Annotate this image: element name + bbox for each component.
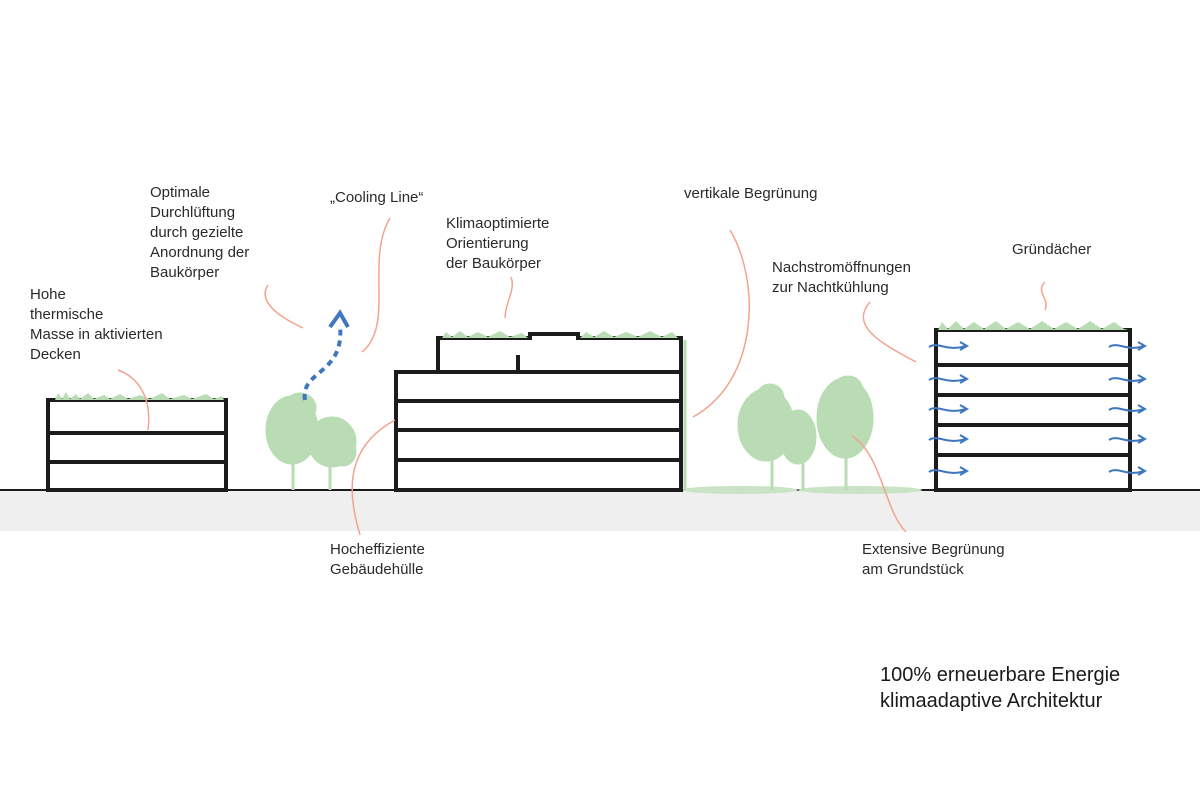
airflow-arrow-in <box>928 344 967 349</box>
airflow-arrow-out <box>1108 437 1145 442</box>
roof-grass <box>580 331 678 338</box>
airflow-arrow-in <box>928 437 967 442</box>
building-low-left <box>46 398 228 492</box>
leader-envelope <box>351 419 396 536</box>
airflow-arrow-in <box>928 377 967 382</box>
night-cooling-airflow-arrows <box>928 341 1148 476</box>
footer-line-architecture: klimaadaptive Architektur <box>880 690 1103 712</box>
roof-grass <box>938 321 1128 330</box>
leader-ventilation <box>264 284 304 329</box>
leader-vertical-green <box>692 229 750 418</box>
airflow-arrowhead <box>1137 466 1148 476</box>
roof-grass <box>55 392 224 400</box>
leader-orientation <box>504 276 513 319</box>
leader-lines <box>117 217 1047 536</box>
label-cooling-line: „Cooling Line“ <box>330 189 424 206</box>
tree-group-left <box>265 392 357 490</box>
airflow-arrow-out <box>1108 377 1145 382</box>
airflow-arrow-out <box>1108 344 1145 349</box>
airflow-arrow-out <box>1108 469 1145 474</box>
airflow-arrow-in <box>928 407 967 412</box>
label-extensive-green: Extensive Begrünung am Grundstück <box>862 541 1005 578</box>
label-envelope: Hocheffiziente Gebäudehülle <box>330 541 425 578</box>
leader-extensive-green <box>851 435 907 533</box>
label-orientation: Klimaoptimierte Orientierung der Baukörp… <box>446 215 550 272</box>
airflow-arrowhead <box>959 374 970 384</box>
tree-group-right <box>737 375 874 490</box>
lawn-patch <box>682 486 798 494</box>
cooling-line-arrow <box>302 324 343 401</box>
airflow-arrowhead <box>959 404 970 414</box>
building-center <box>394 332 683 492</box>
leader-thermal-mass <box>117 369 150 431</box>
leader-night-cooling <box>862 301 917 363</box>
ground-band <box>0 491 1200 531</box>
label-thermal-mass: Hohe thermische Masse in aktivierten Dec… <box>30 286 163 363</box>
label-ventilation: Optimale Durchlüftung durch gezielte Ano… <box>150 184 250 281</box>
airflow-arrowhead <box>959 341 970 351</box>
label-green-roofs: Gründächer <box>1012 241 1092 258</box>
airflow-arrow-in <box>928 469 967 474</box>
airflow-arrowhead <box>959 434 970 444</box>
footer-line-energy: 100% erneuerbare Energie <box>880 664 1121 686</box>
airflow-arrowhead <box>1137 374 1148 384</box>
airflow-arrowhead <box>959 466 970 476</box>
airflow-arrowhead <box>1137 341 1148 351</box>
leader-green-roofs <box>1040 281 1047 311</box>
lawn-patch <box>798 486 922 494</box>
roof-grass <box>442 331 528 338</box>
label-vertical-green: vertikale Begrünung <box>684 185 818 202</box>
footer-caption: 100% erneuerbare Energie klimaadaptive A… <box>880 662 1120 714</box>
label-night-cooling: Nachstromöffnungen zur Nachtkühlung <box>772 259 911 296</box>
arrowhead <box>328 309 350 329</box>
airflow-arrow-out <box>1108 407 1145 412</box>
leader-cooling-line <box>361 217 391 353</box>
airflow-arrowhead <box>1137 404 1148 414</box>
airflow-arrowhead <box>1137 434 1148 444</box>
